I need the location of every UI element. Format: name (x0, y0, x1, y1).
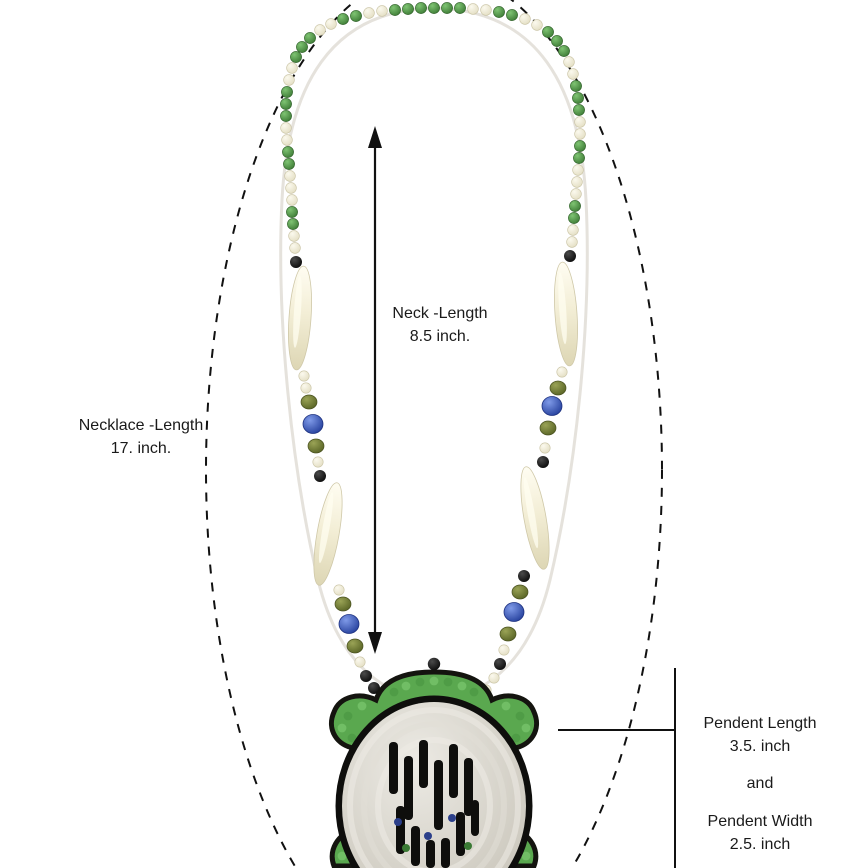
pendant-connector-bead (427, 657, 441, 671)
pendent-conjunction: and (746, 775, 774, 793)
necklace-length-title: Necklace -Length (78, 417, 204, 434)
neck-length-title: Neck -Length (392, 305, 488, 322)
spacer (660, 758, 860, 772)
pendent-width-value: 2.5. inch (729, 835, 791, 853)
necklace-length-dashed-oval (205, 0, 663, 868)
pendent-dimensions-annotation: Pendent Length 3.5. inch and Pendent Wid… (660, 712, 860, 856)
bead-strand-top (280, 2, 586, 254)
pendent-length-value: 3.5. inch (729, 738, 791, 756)
neck-length-value: 8.5 inch. (409, 328, 471, 346)
pendant-shell-beadwork (347, 707, 521, 868)
bead-group-right-lower (470, 466, 550, 706)
pendant-shell-pattern (389, 740, 479, 868)
neck-length-annotation: Neck -Length 8.5 inch. (340, 302, 540, 348)
neck-length-arrow (368, 126, 382, 654)
bead-group-right-upper (537, 250, 578, 468)
pendent-width-title: Pendent Width (707, 812, 813, 830)
turtle-pendant (329, 657, 539, 868)
cord-right (433, 6, 589, 702)
necklace-length-annotation: Necklace -Length 17. inch. (36, 414, 246, 460)
pendent-dimension-bracket (558, 668, 676, 868)
pendent-length-title: Pendent Length (703, 715, 817, 732)
necklace-length-value: 17. inch. (110, 440, 172, 458)
bead-group-left-upper (288, 256, 326, 482)
cord-left (279, 6, 435, 702)
spacer-2 (660, 796, 860, 810)
